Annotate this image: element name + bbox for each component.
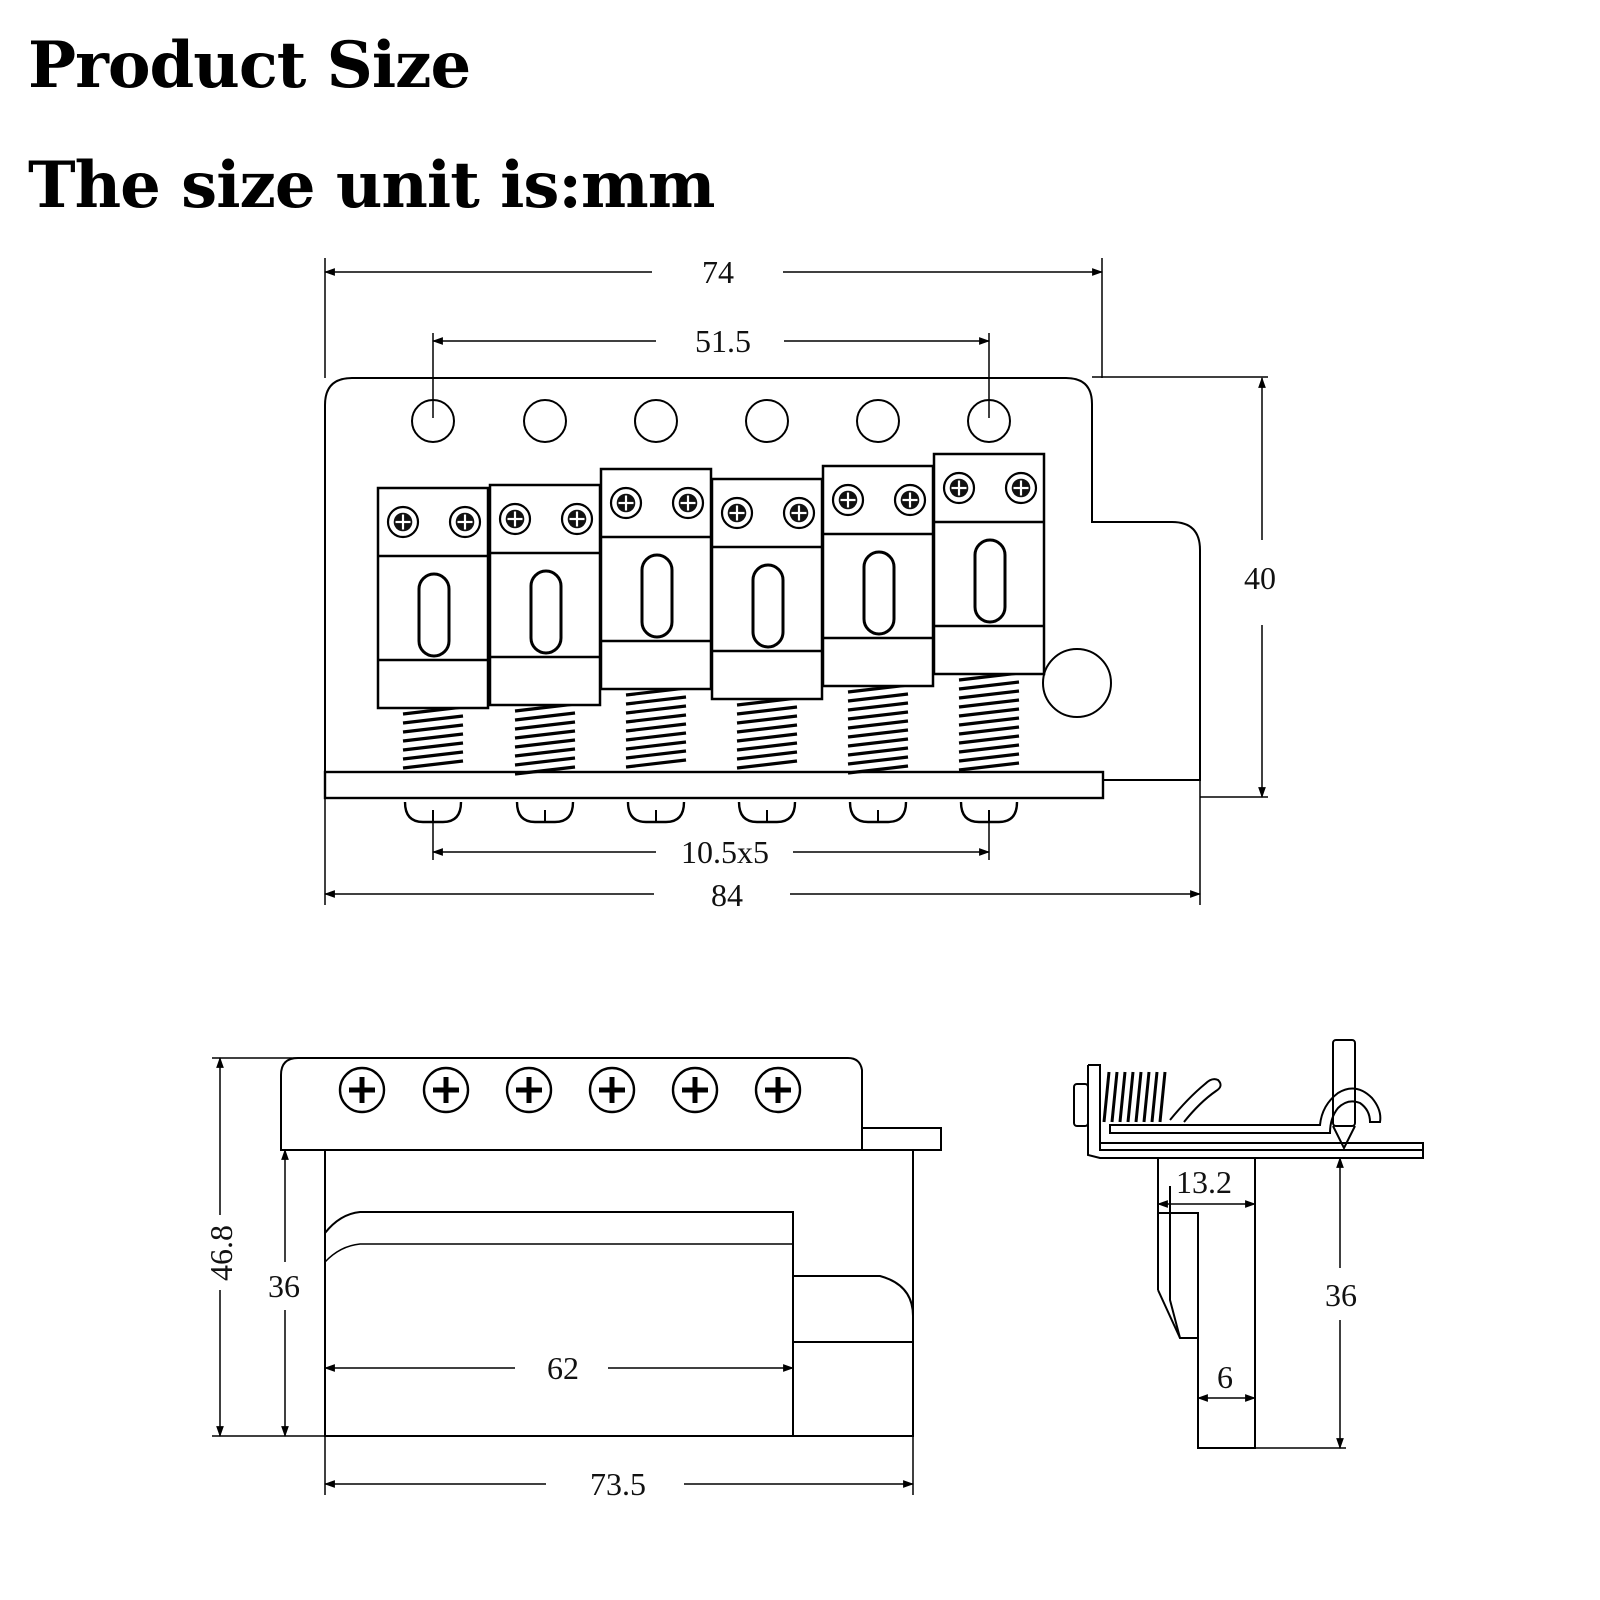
side-sustain-block xyxy=(1157,1158,1256,1449)
dimension-label-40: 40 xyxy=(1244,560,1276,596)
front-screw-5 xyxy=(671,1066,719,1114)
saddle-slot-3 xyxy=(640,553,674,639)
side-block-chamfer xyxy=(1157,1289,1181,1339)
dimension-hole-span: 51.5 xyxy=(431,323,991,418)
dimension-label-36-side: 36 xyxy=(1325,1277,1357,1313)
dimension-label-51-5: 51.5 xyxy=(695,323,751,359)
saddle-screw-left-4 xyxy=(720,496,754,530)
baseplate-outline xyxy=(324,377,1201,781)
side-height-screw xyxy=(1332,1039,1356,1127)
saddle-screw-left-2 xyxy=(498,502,532,536)
saddle-3 xyxy=(599,467,713,769)
saddle-spring-1 xyxy=(402,705,464,770)
front-screws xyxy=(338,1066,802,1114)
mounting-hole-3 xyxy=(634,399,678,443)
saddle-slot-1 xyxy=(417,572,451,658)
dimension-overall-height: 46.8 xyxy=(203,1056,325,1438)
dimension-overall-length-bottom: 84 xyxy=(323,780,1202,913)
saddle-6 xyxy=(932,452,1046,772)
side-saddle xyxy=(1109,1087,1382,1134)
front-screw-3 xyxy=(505,1066,553,1114)
mounting-hole-2 xyxy=(523,399,567,443)
saddle-screw-right-6 xyxy=(1004,471,1038,505)
saddle-slot-6 xyxy=(973,538,1007,624)
front-sustain-block xyxy=(324,1211,794,1437)
saddle-slot-2 xyxy=(529,569,563,655)
dimension-label-36-front: 36 xyxy=(268,1268,300,1304)
saddle-screw-right-5 xyxy=(893,483,927,517)
side-screw-tip xyxy=(1332,1125,1356,1151)
dimension-label-84: 84 xyxy=(711,877,743,913)
side-spring xyxy=(1102,1071,1167,1123)
front-block-lip xyxy=(324,1243,793,1263)
front-screw-2 xyxy=(422,1066,470,1114)
side-screw-head xyxy=(1073,1083,1089,1127)
mounting-hole-large xyxy=(1042,648,1112,718)
dimension-label-62: 62 xyxy=(547,1350,579,1386)
mounting-holes xyxy=(411,399,1011,443)
saddle-1 xyxy=(376,486,490,770)
saddle-slot-4 xyxy=(751,563,785,649)
saddles xyxy=(376,452,1046,776)
dimension-label-74: 74 xyxy=(702,254,734,290)
saddle-screw-right-1 xyxy=(448,505,482,539)
intonation-screws xyxy=(403,801,1019,824)
saddle-spring-5 xyxy=(847,683,909,775)
product-size-title: Product Size xyxy=(28,28,471,103)
saddle-screw-left-6 xyxy=(942,471,976,505)
saddle-spring-2 xyxy=(514,702,576,776)
front-block-outline xyxy=(324,1149,914,1437)
dimension-block-height-side: 36 xyxy=(1255,1156,1357,1450)
saddle-4 xyxy=(710,477,824,770)
dimension-overall-length-top: 74 xyxy=(323,254,1104,378)
saddle-screw-left-1 xyxy=(386,505,420,539)
dimension-label-10-5x5: 10.5x5 xyxy=(681,834,769,870)
dimension-saddle-spacing: 10.5x5 xyxy=(431,818,991,870)
dimension-block-depth: 13.2 xyxy=(1156,1164,1257,1208)
saddle-screw-left-5 xyxy=(831,483,865,517)
saddle-slot-5 xyxy=(862,550,896,636)
baseplate-rear-strip xyxy=(323,770,1105,800)
front-plate-tab xyxy=(861,1127,942,1151)
dimension-block-width: 62 xyxy=(323,1350,795,1386)
saddle-screw-left-3 xyxy=(609,486,643,520)
mounting-hole-5 xyxy=(856,399,900,443)
dimension-label-46-8: 46.8 xyxy=(203,1225,239,1281)
mounting-hole-4 xyxy=(745,399,789,443)
side-string-hook xyxy=(1169,1078,1222,1123)
front-block-step xyxy=(793,1275,914,1343)
saddle-screw-right-4 xyxy=(782,496,816,530)
front-view: 46.8 36 62 73.5 xyxy=(203,1056,942,1502)
saddle-5 xyxy=(821,464,935,775)
saddle-2 xyxy=(488,483,602,776)
saddle-screw-right-2 xyxy=(560,502,594,536)
dimension-block-height: 36 xyxy=(268,1148,300,1438)
front-screw-4 xyxy=(588,1066,636,1114)
unit-caption: The size unit is:mm xyxy=(28,148,715,223)
saddle-spring-4 xyxy=(736,696,798,770)
top-view: 74 51.5 40 10.5x5 xyxy=(323,254,1276,913)
dimension-overall-width: 73.5 xyxy=(323,1436,915,1502)
dimension-label-73-5: 73.5 xyxy=(590,1466,646,1502)
side-baseplate xyxy=(1088,1064,1424,1151)
front-top-plate xyxy=(280,1057,863,1151)
saddle-spring-6 xyxy=(958,671,1020,772)
saddle-spring-3 xyxy=(625,686,687,769)
dimension-label-13-2: 13.2 xyxy=(1176,1164,1232,1200)
front-screw-1 xyxy=(338,1066,386,1114)
side-view: 13.2 36 6 xyxy=(1073,1039,1424,1450)
dimension-label-6: 6 xyxy=(1217,1359,1233,1395)
dimension-height: 40 xyxy=(1092,376,1276,799)
saddle-screw-right-3 xyxy=(671,486,705,520)
front-screw-6 xyxy=(754,1066,802,1114)
dimension-wall-thickness: 6 xyxy=(1196,1359,1257,1402)
